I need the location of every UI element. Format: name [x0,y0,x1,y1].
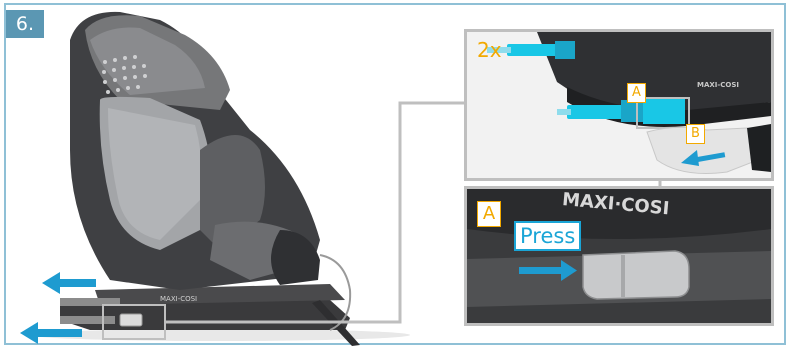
pull-arrow-upper [42,272,96,294]
isofix-connector-lower [567,105,623,119]
detail-panel-isofix: MAXI-COSI 2x A B [464,29,774,181]
pull-arrow-lower [20,322,82,344]
release-button [583,251,689,299]
marker-a-bottom: A [477,201,501,227]
count-label: 2x [477,38,502,62]
isofix-connector-upper [507,44,557,56]
press-label: Press [514,221,581,251]
top-panel-brand: MAXI-COSI [697,81,739,89]
marker-a-top: A [627,83,646,103]
detail-panel-press: MAXI·COSI A Press [464,186,774,326]
base-brand-text: MAXI-COSI [160,295,197,303]
isofix-arm-lower [60,316,115,324]
marker-b-top: B [686,124,705,144]
press-detail-drawing: MAXI·COSI [467,189,771,323]
isofix-detail-drawing: MAXI-COSI [467,32,771,178]
